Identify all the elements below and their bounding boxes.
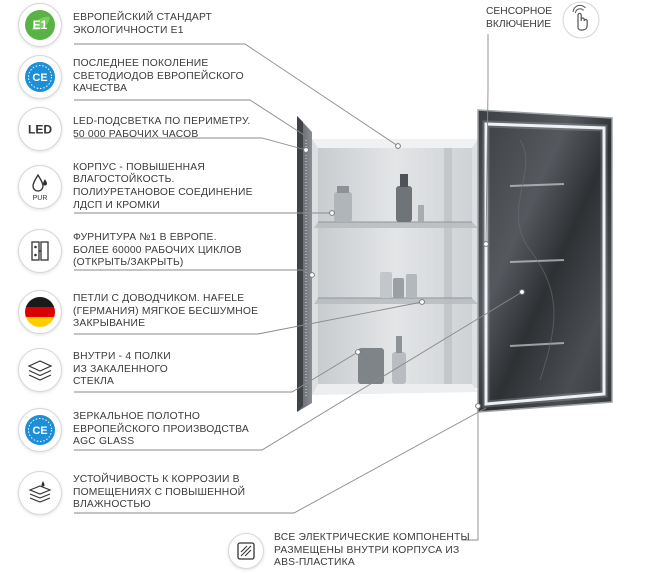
feature-line: СТЕКЛА bbox=[73, 376, 115, 388]
feature-line: ЕВРОПЕЙСКИЙ СТАНДАРТ bbox=[73, 12, 213, 24]
feature-line: ВЛАГОСТОЙКОСТЬ. bbox=[73, 174, 175, 186]
feature-line: ФУРНИТУРА №1 В ЕВРОПЕ. bbox=[73, 232, 217, 244]
svg-text:CE: CE bbox=[32, 72, 47, 84]
feature-line: 50 000 РАБОЧИХ ЧАСОВ bbox=[73, 129, 199, 140]
feature-soft-close-hinges: ПЕТЛИ С ДОВОДЧИКОМ. HAFELE (ГЕРМАНИЯ) МЯ… bbox=[18, 289, 308, 335]
corrosion-layers-icon bbox=[18, 471, 62, 515]
feature-line: БОЛЕЕ 60000 РАБОЧИХ ЦИКЛОВ bbox=[73, 244, 242, 256]
svg-text:E1: E1 bbox=[33, 18, 48, 32]
feature-european-leds: CE ПОСЛЕДНЕЕ ПОКОЛЕНИЕ СВЕТОДИОДОВ ЕВРОП… bbox=[18, 54, 308, 100]
feature-fittings: ФУРНИТУРА №1 В ЕВРОПЕ. БОЛЕЕ 60000 РАБОЧ… bbox=[18, 228, 308, 274]
pur-moisture-icon: PUR bbox=[18, 165, 62, 209]
feature-line: ПОСЛЕДНЕЕ ПОКОЛЕНИЕ bbox=[73, 58, 209, 70]
feature-line: ЛДСП И КРОМКИ bbox=[73, 199, 160, 211]
feature-glass-shelves: ВНУТРИ - 4 ПОЛКИ ИЗ ЗАКАЛЕННОГО СТЕКЛА bbox=[18, 347, 308, 393]
feature-line: КАЧЕСТВА bbox=[73, 83, 128, 95]
leader-line-e1 bbox=[74, 43, 399, 147]
e1-eco-icon: E1 bbox=[18, 3, 62, 47]
left-mirror-door bbox=[297, 116, 312, 412]
feature-line: ЭКОЛОГИЧНОСТИ E1 bbox=[73, 25, 184, 36]
feature-moisture-resistance: PUR КОРПУС - ПОВЫШЕННАЯ ВЛАГОСТОЙКОСТЬ. … bbox=[18, 161, 308, 211]
feature-line: AGC GLASS bbox=[73, 436, 135, 448]
right-mirror-door bbox=[477, 109, 613, 413]
led-icon: LED bbox=[18, 107, 62, 151]
sensor-line: ВКЛЮЧЕНИЕ bbox=[486, 18, 552, 30]
feature-line: ВЛАЖНОСТЬЮ bbox=[73, 499, 151, 511]
feature-line: ПОЛИУРЕТАНОВОЕ СОЕДИНЕНИЕ bbox=[73, 187, 253, 198]
electrical-components-note: ВСЕ ЭЛЕКТРИЧЕСКИЕ КОМПОНЕНТЫ РАЗМЕЩЕНЫ В… bbox=[228, 532, 534, 570]
leader-line-sensor bbox=[485, 34, 489, 245]
feature-line: ЕВРОПЕЙСКОГО ПРОИЗВОДСТВА bbox=[73, 423, 249, 435]
sensor-line: СЕНСОРНОЕ bbox=[486, 6, 553, 17]
feature-line: КОРПУС - ПОВЫШЕННАЯ bbox=[73, 161, 205, 173]
note-line: РАЗМЕЩЕНЫ ВНУТРИ КОРПУСА ИЗ bbox=[274, 544, 460, 556]
leader-line-led bbox=[74, 137, 307, 151]
feature-mirror-glass: CE ЗЕРКАЛЬНОЕ ПОЛОТНО ЕВРОПЕЙСКОГО ПРОИЗ… bbox=[18, 407, 308, 453]
feature-led-backlight: LED LED-ПОДСВЕТКА ПО ПЕРИМЕТРУ. 50 000 Р… bbox=[18, 106, 308, 152]
svg-text:CE: CE bbox=[32, 425, 47, 437]
feature-line: УСТОЙЧИВОСТЬ К КОРРОЗИИ В bbox=[73, 474, 240, 486]
feature-line: ЗЕРКАЛЬНОЕ ПОЛОТНО bbox=[73, 411, 201, 423]
toiletry-bottles bbox=[334, 174, 424, 384]
svg-text:LED: LED bbox=[28, 123, 52, 137]
feature-line: LED-ПОДСВЕТКА ПО ПЕРИМЕТРУ. bbox=[73, 116, 251, 128]
svg-text:PUR: PUR bbox=[33, 195, 48, 202]
leader-line-hinge-fittings bbox=[74, 269, 313, 276]
feature-eco-standard: E1 ЕВРОПЕЙСКИЙ СТАНДАРТ ЭКОЛОГИЧНОСТИ E1 bbox=[18, 2, 308, 48]
feature-corrosion-resistance: УСТОЙЧИВОСТЬ К КОРРОЗИИ В ПОМЕЩЕНИЯХ С П… bbox=[18, 470, 308, 516]
glass-shelves-icon bbox=[18, 348, 62, 392]
ce-leaf-icon: CE bbox=[18, 55, 62, 99]
leader-line-corrosion bbox=[74, 407, 487, 514]
feature-line: СВЕТОДИОДОВ ЕВРОПЕЙСКОГО bbox=[73, 70, 244, 82]
touch-hand-icon bbox=[561, 0, 601, 40]
sensor-switch-label: СЕНСОРНОЕ ВКЛЮЧЕНИЕ bbox=[486, 6, 552, 31]
note-line: ВСЕ ЭЛЕКТРИЧЕСКИЕ КОМПОНЕНТЫ bbox=[274, 532, 470, 543]
feature-line: ПОМЕЩЕНИЯХ С ПОВЫШЕННОЙ bbox=[73, 486, 246, 498]
note-line: ABS-ПЛАСТИКА bbox=[274, 557, 355, 569]
leader-line-shelves bbox=[74, 351, 359, 393]
ce-mirror-icon: CE bbox=[18, 408, 62, 452]
hinge-icon bbox=[18, 229, 62, 273]
glass-shelves bbox=[314, 221, 478, 304]
feature-line: ВНУТРИ - 4 ПОЛКИ bbox=[73, 351, 171, 363]
feature-line: ЗАКРЫВАНИЕ bbox=[73, 318, 146, 330]
feature-line: ИЗ ЗАКАЛЕННОГО bbox=[73, 363, 168, 375]
leader-line-mirror bbox=[74, 291, 523, 451]
electrical-box-icon bbox=[228, 532, 264, 569]
feature-line: (ОТКРЫТЬ/ЗАКРЫТЬ) bbox=[73, 257, 184, 269]
germany-flag-icon bbox=[18, 290, 62, 334]
feature-line: (ГЕРМАНИЯ) МЯГКОЕ БЕСШУМНОЕ bbox=[73, 305, 259, 317]
leader-line-hinges bbox=[74, 301, 423, 335]
feature-line: ПЕТЛИ С ДОВОДЧИКОМ. HAFELE bbox=[73, 293, 245, 305]
